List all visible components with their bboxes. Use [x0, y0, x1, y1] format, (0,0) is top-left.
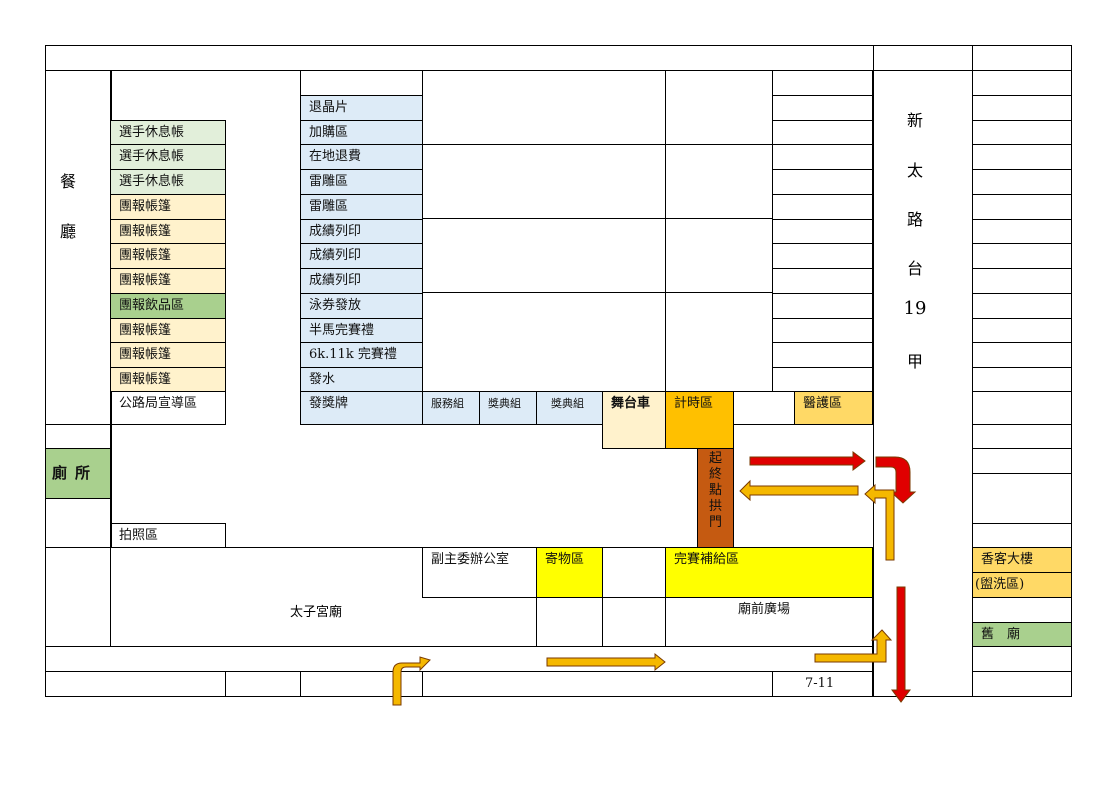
orange-arrow-right-up — [814, 629, 893, 663]
washroom: (盥洗區) — [972, 572, 1072, 598]
highway-promo-area: 公路局宣導區 — [110, 391, 226, 425]
red-arrow-down — [891, 586, 911, 703]
finish-supply-area: 完賽補給區 — [665, 547, 873, 598]
medal: 發獎牌 — [300, 391, 423, 425]
arch-char: 點 — [708, 483, 722, 498]
laser-engraving: 雷雕區 — [300, 169, 423, 195]
orange-arrow-right — [546, 652, 666, 672]
arch-char: 終 — [708, 467, 722, 482]
temple-label: 太子宮廟 — [290, 605, 343, 620]
blank — [972, 671, 1072, 697]
result-print: 成績列印 — [300, 243, 423, 269]
road-label: 路 — [906, 210, 923, 229]
toilet: 廁所 — [45, 448, 111, 499]
group-tent: 團報帳篷 — [110, 342, 226, 368]
stage-truck: 舞台車 — [602, 391, 666, 449]
arch-char: 拱 — [708, 499, 722, 514]
orange-arrow-up-right — [392, 656, 431, 706]
group-drink-area: 團報飲品區 — [110, 293, 226, 319]
restaurant-label-2: 廳 — [59, 222, 76, 241]
road-label: 台 — [906, 259, 923, 278]
group-tent: 團報帳篷 — [110, 268, 226, 294]
swim-voucher: 泳券發放 — [300, 293, 423, 319]
award-team: 獎典組 — [536, 391, 603, 425]
result-print: 成績列印 — [300, 219, 423, 244]
result-print: 成績列印 — [300, 268, 423, 294]
orange-arrow-up-left — [864, 483, 895, 561]
red-arrow-right — [749, 451, 866, 471]
road-label: 新 — [906, 111, 923, 130]
road-label: 甲 — [906, 352, 923, 371]
timing-area: 計時區 — [665, 391, 734, 449]
half-marathon-gift: 半馬完賽禮 — [300, 318, 423, 343]
convenience-store: 7-11 — [772, 671, 873, 697]
arch-char: 起 — [708, 451, 722, 466]
road-label: 19 — [903, 298, 927, 319]
athlete-tent: 選手休息帳 — [110, 144, 226, 170]
road-label: 太 — [906, 161, 923, 180]
orange-arrow-left — [739, 479, 859, 502]
short-race-gift: 6k.11k 完賽禮 — [300, 342, 423, 368]
group-tent: 團報帳篷 — [110, 243, 226, 269]
laser-engraving: 雷雕區 — [300, 194, 423, 220]
restaurant-label-1: 餐 — [59, 172, 76, 191]
start-finish-arch: 起終點拱門 — [697, 448, 734, 548]
award-team: 獎典組 — [479, 391, 537, 425]
medical-area: 醫護區 — [794, 391, 873, 425]
service-team: 服務組 — [422, 391, 480, 425]
red-arrow-turn-down — [875, 456, 917, 504]
arch-char: 門 — [708, 515, 722, 530]
